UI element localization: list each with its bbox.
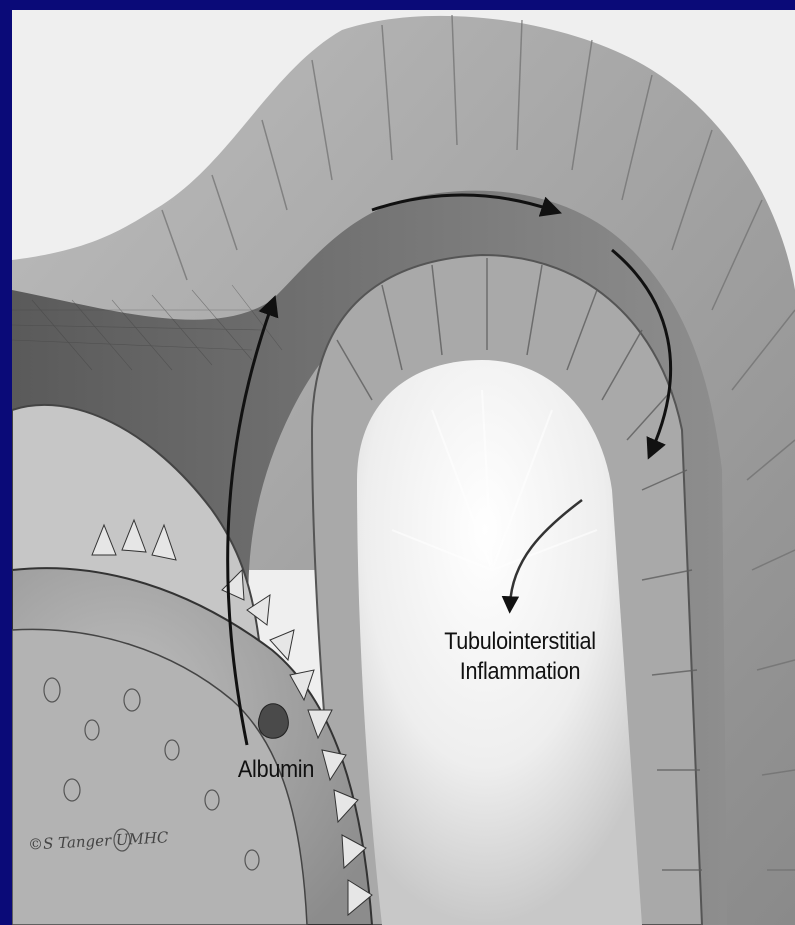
albumin-label: Albumin (222, 756, 330, 784)
albumin-molecule (258, 704, 288, 739)
tubulointerstitial-inflammation-label: Tubulointerstitial Inflammation (417, 627, 624, 687)
kidney-tubule-illustration (12, 10, 795, 925)
tubulointerstitial-label-line1: Tubulointerstitial (417, 627, 624, 657)
tubulointerstitial-label-line2: Inflammation (417, 657, 624, 687)
